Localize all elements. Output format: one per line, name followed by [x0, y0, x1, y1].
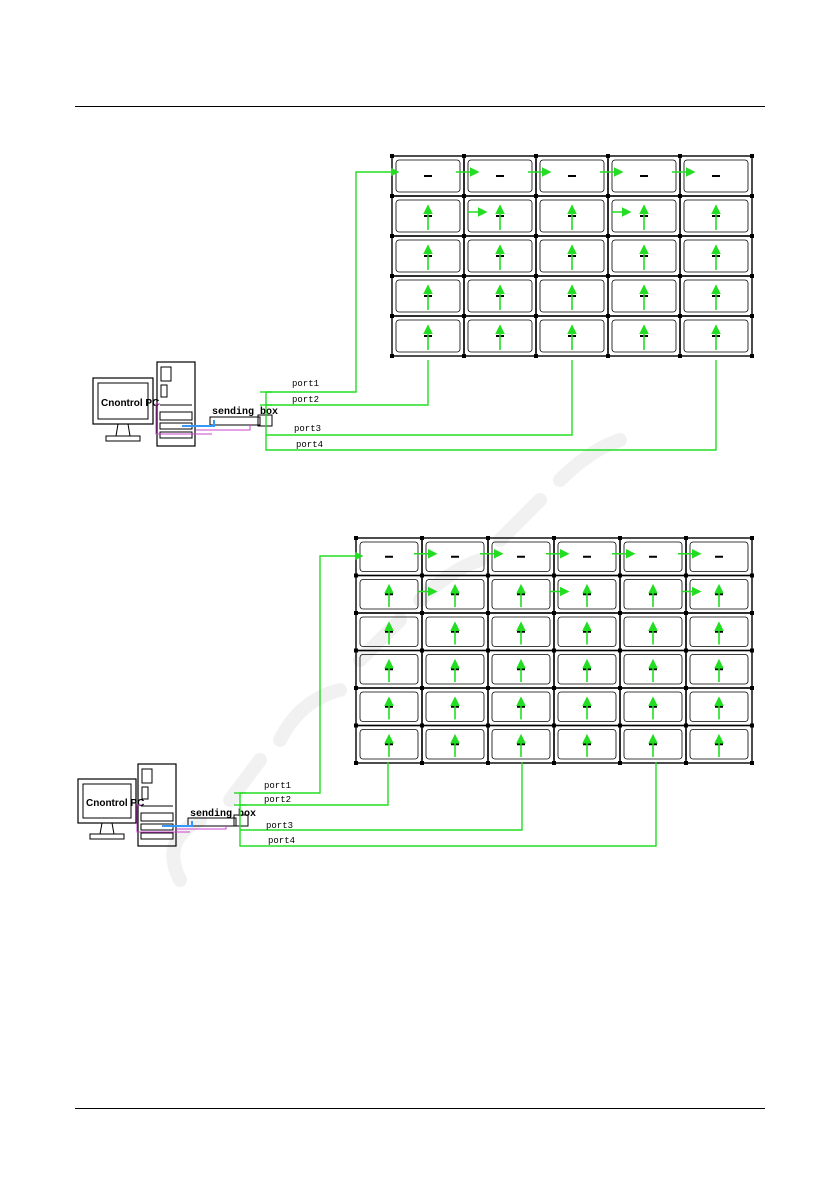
port4-label: port4 [268, 836, 295, 846]
led-cabinet [354, 536, 424, 578]
control-pc-monitor: Cnontrol PC [93, 378, 159, 441]
led-cabinet [552, 536, 622, 578]
control-pc-monitor: Cnontrol PC [78, 779, 144, 839]
cabinet-arrows-1 [428, 172, 716, 350]
sending-box-label: sending box [212, 406, 278, 418]
port-cables-1 [260, 172, 716, 450]
port2-label: port2 [292, 395, 319, 405]
led-cabinet [534, 154, 610, 198]
sending-box: sending box [210, 406, 278, 426]
led-cabinet [684, 536, 754, 578]
port3-label: port3 [294, 424, 321, 434]
port2-label: port2 [264, 795, 291, 805]
led-cabinet [486, 536, 556, 578]
led-cabinet [390, 154, 466, 198]
port-cables-2 [234, 556, 656, 846]
pc-label: Cnontrol PC [86, 798, 144, 809]
led-cabinet [462, 154, 538, 198]
port3-label: port3 [266, 821, 293, 831]
led-cabinet [606, 154, 682, 198]
pc-label: Cnontrol PC [101, 398, 159, 409]
control-pc-tower [157, 362, 195, 446]
diagram-2: Cnontrol PC sending box [78, 536, 754, 846]
diagram-1: Cnontrol PC sending box [93, 154, 754, 450]
port1-label: port1 [264, 781, 291, 791]
cabinet-grid-2 [354, 536, 754, 765]
port4-label: port4 [296, 440, 323, 450]
led-cabinet [678, 154, 754, 198]
led-cabinet [618, 536, 688, 578]
port1-label: port1 [292, 379, 319, 389]
